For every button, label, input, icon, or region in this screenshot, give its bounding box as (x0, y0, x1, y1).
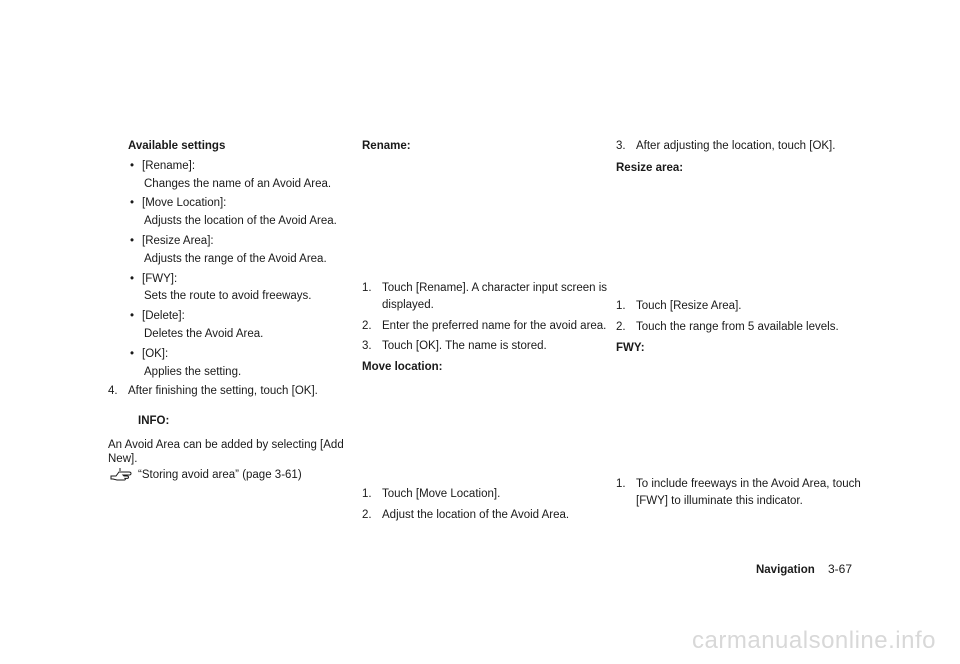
setting-label: [Move Location]: (142, 197, 227, 210)
step-number: 3. (362, 340, 372, 353)
step-text: After adjusting the location, touch [OK]… (636, 140, 836, 152)
setting-description: Adjusts the range of the Avoid Area. (144, 252, 327, 265)
setting-description: Sets the route to avoid freeways. (144, 290, 312, 303)
bullet-icon: • (130, 159, 135, 172)
resize-area-heading: Resize area: (616, 162, 684, 174)
settings-item: • [OK]: Applies the setting. (108, 348, 358, 380)
fwy-steps: 1. To include freeways in the Avoid Area… (616, 478, 861, 516)
step-text-line: [FWY] to illuminate this indicator. (636, 494, 803, 507)
step-text-line: Enter the preferred name for the avoid a… (382, 319, 607, 332)
step-text-line: Touch [Move Location]. (382, 488, 501, 500)
settings-item: • [Delete]: Deletes the Avoid Area. (108, 310, 358, 342)
setting-label: [OK]: (142, 347, 169, 360)
bullet-icon: • (130, 347, 135, 360)
step-number: 2. (362, 319, 372, 332)
page-reference[interactable]: “Storing avoid area” (page 3-61) (108, 467, 358, 483)
resize-step: 2. Touch the range from 5 available leve… (616, 321, 856, 335)
move-step: 2. Adjust the location of the Avoid Area… (362, 509, 602, 523)
step-number: 2. (616, 320, 626, 333)
setting-description: Adjusts the location of the Avoid Area. (144, 215, 337, 228)
page-number: 3-67 (827, 562, 852, 576)
step-text: After finishing the setting, touch [OK]. (128, 385, 318, 398)
move-location-steps: 1. Touch [Move Location]. 2. Adjust the … (362, 488, 602, 530)
rename-step: 3. Touch [OK]. The name is stored. (362, 340, 602, 354)
step-number: 1. (362, 282, 372, 294)
settings-list: • [Rename]: Changes the name of an Avoid… (108, 160, 358, 380)
settings-item: • [Move Location]: Adjusts the location … (108, 197, 358, 229)
step-text-line: Adjust the location of the Avoid Area. (382, 508, 570, 521)
bullet-icon: • (130, 197, 135, 210)
step-4: 4. After finishing the setting, touch [O… (108, 385, 358, 399)
fwy-heading: FWY: (616, 341, 645, 354)
step-text-line: Touch the range from 5 available levels. (636, 320, 839, 333)
step-number: 2. (362, 508, 372, 521)
setting-label: [Resize Area]: (142, 234, 214, 247)
setting-description: Applies the setting. (144, 365, 242, 378)
info-heading: INFO: (138, 415, 170, 428)
bullet-icon: • (130, 272, 135, 285)
settings-item: • [Resize Area]: Adjusts the range of th… (108, 235, 358, 267)
rename-heading: Rename: (362, 140, 411, 152)
watermark: carmanualsonline.info (692, 627, 936, 655)
rename-step: 1. Touch [Rename]. A character input scr… (362, 282, 608, 313)
step-text-line: To include freeways in the Avoid Area, t… (636, 478, 861, 490)
bullet-icon: • (130, 234, 135, 247)
step-number: 1. (362, 488, 372, 500)
setting-label: [Delete]: (142, 310, 185, 323)
section-name: Navigation (755, 564, 815, 576)
setting-description: Changes the name of an Avoid Area. (144, 177, 332, 190)
step-number: 3. (616, 140, 626, 152)
bullet-icon: • (130, 310, 135, 323)
resize-step: 1. Touch [Resize Area]. (616, 300, 856, 314)
move-step-3: 3. After adjusting the location, touch [… (616, 140, 876, 154)
page-footer: Navigation 3-67 (756, 562, 852, 578)
resize-steps: 1. Touch [Resize Area]. 2. Touch the ran… (616, 300, 856, 361)
setting-description: Deletes the Avoid Area. (144, 327, 264, 340)
move-location-heading: Move location: (362, 361, 443, 374)
available-settings-heading: Available settings (128, 140, 226, 152)
move-step: 1. Touch [Move Location]. (362, 488, 602, 502)
reference-hand-icon (110, 467, 132, 481)
step-number: 4. (108, 385, 118, 398)
info-text-line-2: New]. (108, 452, 138, 465)
fwy-step: 1. To include freeways in the Avoid Area… (616, 478, 861, 509)
setting-label: [FWY]: (142, 272, 178, 285)
step-text-line: Touch [Rename]. A character input screen… (382, 282, 608, 294)
settings-item: • [Rename]: Changes the name of an Avoid… (108, 160, 358, 192)
rename-step: 2. Enter the preferred name for the avoi… (362, 319, 607, 334)
step-number: 1. (616, 300, 626, 312)
settings-item: • [FWY]: Sets the route to avoid freeway… (108, 273, 358, 305)
left-column: Available settings • [Rename]: Changes t… (108, 140, 358, 482)
reference-text: “Storing avoid area” (page 3-61) (138, 468, 302, 481)
step-text-line: Touch [Resize Area]. (636, 300, 742, 312)
rename-steps: 1. Touch [Rename]. A character input scr… (362, 282, 608, 381)
step-text-line: Touch [OK]. The name is stored. (382, 340, 547, 353)
step-text-line: displayed. (382, 298, 434, 311)
setting-label: [Rename]: (142, 159, 196, 172)
info-text-line-1: An Avoid Area can be added by selecting … (108, 438, 344, 451)
step-number: 1. (616, 478, 626, 490)
